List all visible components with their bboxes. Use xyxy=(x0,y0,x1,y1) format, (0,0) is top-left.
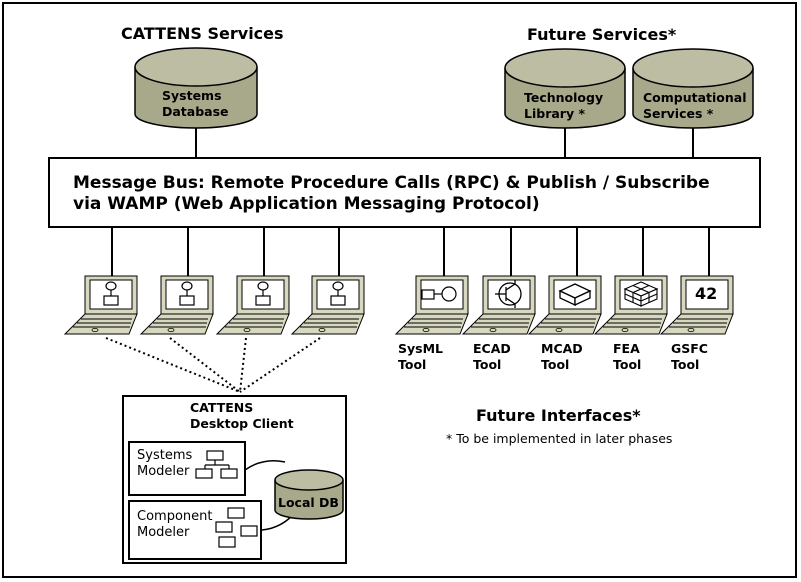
client-laptop-1 xyxy=(64,275,138,335)
component-modeler-box: Component Modeler xyxy=(128,500,262,560)
systems-database-cylinder xyxy=(134,47,258,129)
systems-modeler-label: Systems Modeler xyxy=(137,448,193,479)
message-bus-line2: via WAMP (Web Application Messaging Prot… xyxy=(73,194,540,214)
hierarchy-icon xyxy=(195,450,238,479)
sysml-block-icon xyxy=(421,286,457,302)
message-bus-box: Message Bus: Remote Procedure Calls (RPC… xyxy=(48,157,761,228)
ecad-tool-laptop xyxy=(462,275,536,335)
gsfc-42-label: 42 xyxy=(695,284,718,303)
systems-modeler-box: Systems Modeler xyxy=(128,441,246,496)
future-services-title: Future Services* xyxy=(527,25,677,44)
future-interfaces-title: Future Interfaces* xyxy=(476,406,641,425)
components-icon xyxy=(215,507,258,548)
transistor-icon xyxy=(495,280,522,308)
client-laptop-4 xyxy=(291,275,365,335)
component-modeler-label: Component Modeler xyxy=(137,509,213,540)
fea-tool-laptop xyxy=(594,275,668,335)
future-interfaces-note: * To be implemented in later phases xyxy=(446,431,673,446)
message-bus-line1: Message Bus: Remote Procedure Calls (RPC… xyxy=(73,173,710,193)
mesh-cube-icon xyxy=(623,281,659,307)
cattens-services-title: CATTENS Services xyxy=(121,24,284,43)
computational-services-cylinder xyxy=(632,48,754,129)
desktop-client-title: CATTENS Desktop Client xyxy=(190,400,294,431)
client-laptop-3 xyxy=(216,275,290,335)
technology-library-cylinder xyxy=(504,48,626,129)
client-laptop-2 xyxy=(140,275,214,335)
3d-box-icon xyxy=(558,283,592,307)
local-db-cylinder xyxy=(274,469,344,520)
sysml-tool-laptop xyxy=(395,275,469,335)
local-db-label: Local DB xyxy=(278,495,339,510)
mcad-tool-laptop xyxy=(528,275,602,335)
